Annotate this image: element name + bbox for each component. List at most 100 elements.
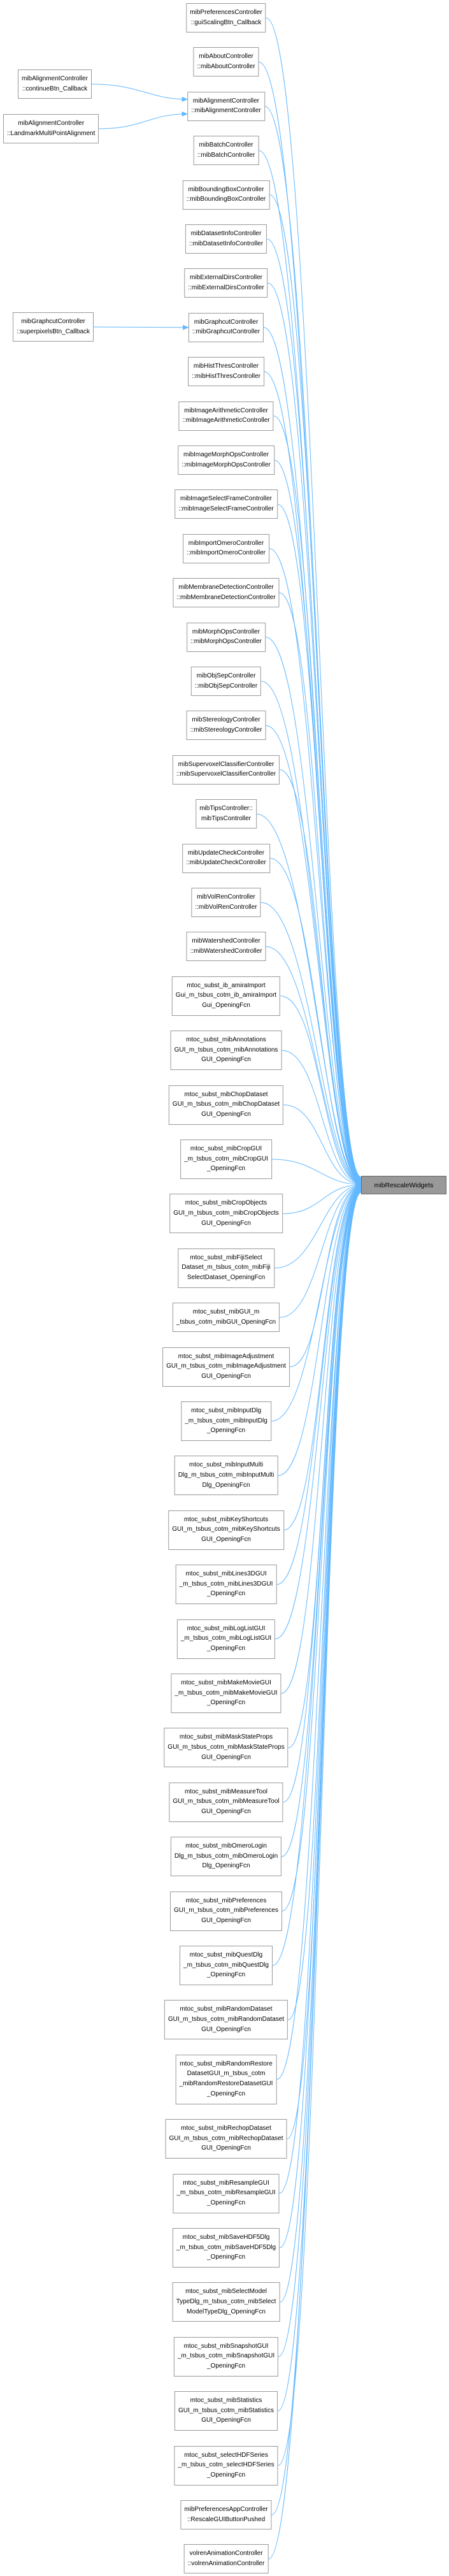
caller-node[interactable]: mtoc_subst_mibMakeMovieGUI_m_tsbus_cotm_… <box>171 1674 282 1713</box>
node-label-line: GUI_OpeningFcn <box>201 2145 251 2152</box>
caller-node[interactable]: mibAlignmentController::LandmarkMultiPoi… <box>3 114 99 143</box>
node-label-line: mtoc_subst_mibInputMulti <box>189 1461 264 1469</box>
caller-node[interactable]: mibExternalDirsController::mibExternalDi… <box>184 268 268 298</box>
node-label-line: mtoc_subst_mibFijiSelect <box>190 1254 262 1261</box>
node-label-line: GUI_m_tsbus_cotm_mibImageAdjustment <box>166 1363 286 1370</box>
caller-node[interactable]: mibImageMorphOpsController::mibImageMorp… <box>178 445 274 475</box>
caller-node[interactable]: mtoc_subst_mibLogListGUI_m_tsbus_cotm_mi… <box>176 1619 276 1659</box>
caller-node[interactable]: mtoc_subst_mibSnapshotGUI_m_tsbus_cotm_m… <box>173 2336 279 2377</box>
node-label-line: _OpeningFcn <box>206 2362 246 2370</box>
node-label-line: ::mibBatchController <box>197 151 255 159</box>
node-label-line: Dlg_OpeningFcn <box>202 1481 250 1489</box>
node-label-line: GUI_m_tsbus_cotm_mibRandomDataset <box>167 2015 285 2023</box>
caller-node[interactable]: mtoc_subst_mibLines3DGUI_m_tsbus_cotm_mi… <box>175 1565 277 1605</box>
caller-node[interactable]: mibUpdateCheckController::mibUpdateCheck… <box>182 843 270 873</box>
node-label-line: TypeDlg_m_tsbus_cotm_mibSelect <box>176 2297 276 2305</box>
caller-node[interactable]: mibGraphcutController::mibGraphcutContro… <box>188 312 264 342</box>
caller-node[interactable]: mibImageSelectFrameController::mibImageS… <box>175 489 278 519</box>
caller-node[interactable]: mtoc_subst_mibInputDlg_m_tsbus_cotm_mibI… <box>181 1401 271 1441</box>
edge-to-target <box>269 194 362 1181</box>
caller-node[interactable]: mibVolRenController::mibVolRenController <box>191 888 261 917</box>
edge-to-target <box>280 1189 362 2303</box>
caller-node[interactable]: mibMorphOpsController::mibMorphOpsContro… <box>187 622 266 652</box>
node-label-line: GUI_m_tsbus_cotm_mibAnnotations <box>174 1046 278 1053</box>
edge-to-target <box>264 106 362 1180</box>
caller-node[interactable]: mibWatershedController::mibWatershedCont… <box>186 932 266 962</box>
caller-node[interactable]: mibPreferencesController::guiScalingBtn_… <box>186 3 266 33</box>
node-label-line: ::superpixelsBtn_Callback <box>17 328 90 335</box>
node-label-line: ::mibAboutController <box>197 62 255 70</box>
caller-node[interactable]: mtoc_subst_mibResampleGUI_m_tsbus_cotm_m… <box>173 2173 280 2213</box>
node-label-line: mtoc_subst_mibChopDataset <box>184 1090 268 1098</box>
edge-to-target <box>287 1189 362 2139</box>
caller-node[interactable]: mibStereologyController::mibStereologyCo… <box>186 711 266 741</box>
node-label-line: DatasetGUI_m_tsbus_cotm <box>187 2070 266 2078</box>
node-label-line: mtoc_subst_mibStatistics <box>190 2397 262 2405</box>
caller-node[interactable]: mibImageArithmeticController::mibImageAr… <box>178 401 274 431</box>
caller-node[interactable]: mibBatchController::mibBatchController <box>193 136 259 166</box>
caller-node[interactable]: mibAboutController::mibAboutController <box>193 47 259 77</box>
caller-node[interactable]: mibHistThresController::mibHistThresCont… <box>188 357 264 387</box>
caller-node[interactable]: mibObjSepController::mibObjSepController <box>190 667 262 696</box>
caller-node[interactable]: mtoc_subst_mibGUI_m_tsbus_cotm_mibGUI_Op… <box>172 1303 280 1333</box>
caller-node[interactable]: mibMembraneDetectionController::mibMembr… <box>173 578 280 608</box>
edge-to-target <box>276 1188 362 2080</box>
node-label-line: GUI_OpeningFcn <box>201 2025 251 2033</box>
edge-to-target <box>266 17 362 1180</box>
node-label-line: ::guiScalingBtn_Callback <box>190 18 262 26</box>
caller-node[interactable]: mibDatasetInfoController::mibDatasetInfo… <box>185 224 267 254</box>
caller-node[interactable]: mibPreferencesAppController::RescaleGUIB… <box>180 2500 272 2529</box>
caller-node[interactable]: mtoc_subst_selectHDFSeries_m_tsbus_cotm_… <box>174 2445 278 2486</box>
node-label-line: mibAlignmentController <box>18 120 85 127</box>
node-label-line: mtoc_subst_mibGUI_m <box>192 1308 260 1316</box>
node-label-line: GUI_m_tsbus_cotm_mibCropObjects <box>173 1209 279 1217</box>
caller-node[interactable]: volrenAnimationController::volrenAnimati… <box>183 2544 269 2574</box>
node-label-line: mibGraphcutController <box>21 318 85 325</box>
caller-node[interactable]: mibAlignmentController::continueBtn_Call… <box>18 69 92 99</box>
node-label-line: ::mibStereologyController <box>190 726 262 734</box>
caller-node[interactable]: mibTipsController::mibTipsController <box>196 799 257 829</box>
caller-node[interactable]: mtoc_subst_mibQuestDlg_m_tsbus_cotm_mibQ… <box>180 1946 273 1985</box>
caller-node[interactable]: mtoc_subst_mibCropGUI_m_tsbus_cotm_mibCr… <box>180 1140 272 1179</box>
edge-to-target <box>276 1185 362 1585</box>
edge-to-target <box>274 1182 362 1269</box>
node-label-line: _m_tsbus_cotm_mibInputDlg <box>185 1417 267 1424</box>
caller-node[interactable]: mibGraphcutController::superpixelsBtn_Ca… <box>13 312 94 342</box>
caller-node[interactable]: mibBoundingBoxController::mibBoundingBox… <box>182 180 270 210</box>
caller-node[interactable]: mibAlignmentController::mibAlignmentCont… <box>187 91 265 121</box>
edge-to-target <box>267 282 362 1182</box>
caller-node[interactable]: mibImportOmeroController::mibImportOmero… <box>183 533 269 563</box>
edge-to-caller <box>94 324 189 330</box>
node-label-line: mtoc_subst_mibMeasureTool <box>184 1788 268 1795</box>
edge-to-target <box>267 238 362 1181</box>
target-node-mibRescaleWidgets[interactable]: mibRescaleWidgets <box>361 1176 446 1194</box>
node-label-line: mibMembraneDetectionController <box>178 584 274 591</box>
caller-node[interactable]: mibSupervoxelClassifierController::mibSu… <box>172 755 280 785</box>
node-label-line: mibWatershedController <box>192 937 260 945</box>
edge-to-target <box>259 150 362 1180</box>
node-label-line: ::mibImportOmeroController <box>187 549 266 557</box>
node-label-line: _OpeningFcn <box>206 1427 246 1435</box>
caller-node[interactable]: mtoc_subst_mibSaveHDF5Dlg_m_tsbus_cotm_m… <box>172 2228 280 2268</box>
node-label-line: mtoc_subst_mibAnnotations <box>186 1036 266 1044</box>
node-label-line: GUI_m_tsbus_cotm_mibChopDataset <box>172 1101 280 1108</box>
node-label-line: ::mibBoundingBoxController <box>186 196 266 203</box>
edge-to-target <box>283 1186 362 1803</box>
